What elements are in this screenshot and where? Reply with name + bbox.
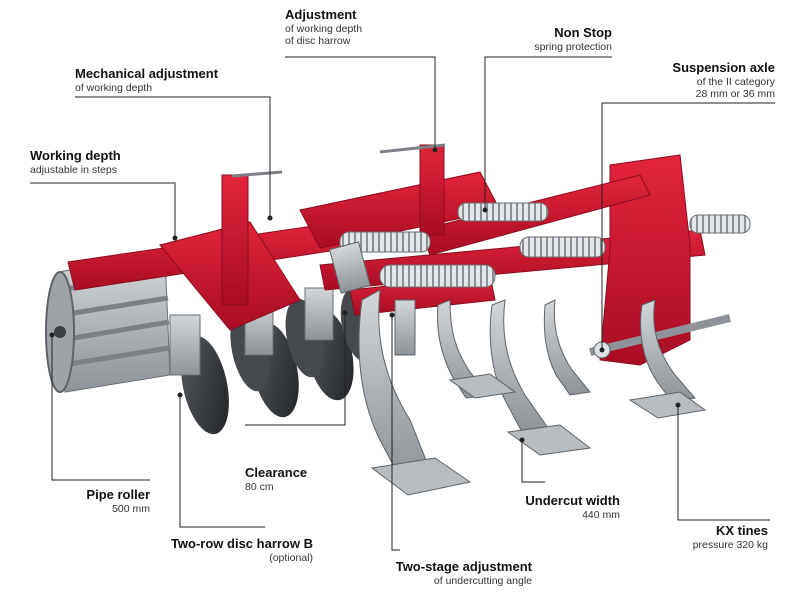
callout-title: Non Stop (554, 25, 612, 40)
callout-title: Two-row disc harrow B (170, 536, 313, 551)
callout-clearance: Clearance 80 cm (245, 465, 308, 493)
callout-title: Adjustment (285, 7, 357, 22)
callout-title: KX tines (715, 523, 768, 538)
callout-subtitle: of undercutting angle (433, 574, 532, 587)
leader-kx-tines (677, 405, 770, 521)
leader-non-stop (484, 56, 612, 210)
callout-two-stage-adjustment: Two-stage adjustment of undercutting ang… (395, 559, 532, 587)
callout-subtitle: of the II category (696, 75, 775, 88)
leader-working-depth (30, 182, 176, 238)
callout-subtitle: adjustable in steps (30, 163, 117, 176)
callout-subtitle: 500 mm (112, 502, 150, 515)
callout-subtitle: (optional) (269, 551, 313, 564)
callout-subtitle: of working depth (75, 81, 153, 94)
callout-subtitle: 28 mm or 36 mm (695, 88, 775, 100)
callout-working-depth: Working depth adjustable in steps (30, 148, 121, 176)
leader-lines (30, 56, 775, 551)
callout-non-stop: Non Stop spring protection (534, 25, 612, 53)
leader-adjustment (285, 56, 436, 150)
callout-kx-tines: KX tines pressure 320 kg (692, 523, 768, 551)
pipe-roller (45, 254, 171, 393)
callout-subtitle: of working depth (285, 22, 363, 35)
main-frame (67, 143, 751, 366)
callout-two-row-disc-harrow: Two-row disc harrow B (optional) (170, 536, 313, 564)
leader-pipe-roller (51, 335, 150, 481)
callout-undercut-width: Undercut width 440 mm (525, 493, 620, 521)
leader-dots (49, 147, 681, 443)
callout-suspension-axle: Suspension axle of the II category 28 mm… (672, 60, 775, 100)
kx-tines (328, 241, 707, 496)
leader-mechanical-adjustment (75, 96, 271, 218)
leader-two-row-disc (179, 395, 265, 528)
callout-pipe-roller: Pipe roller 500 mm (86, 487, 150, 515)
callout-subtitle: pressure 320 kg (692, 538, 768, 551)
leader-clearance (245, 313, 346, 426)
leader-suspension-axle (601, 102, 775, 350)
callout-subtitle: 80 cm (245, 480, 274, 493)
callout-subtitle: 440 mm (582, 508, 620, 521)
callout-title: Suspension axle (672, 60, 775, 75)
disc-harrow (169, 287, 380, 435)
callout-mechanical-adjustment: Mechanical adjustment of working depth (75, 66, 219, 94)
callout-title: Two-stage adjustment (395, 559, 532, 574)
callout-title: Working depth (30, 148, 121, 163)
callout-subtitle: of disc harrow (285, 35, 351, 47)
leader-two-stage (391, 315, 400, 551)
callout-title: Pipe roller (86, 487, 150, 502)
callout-title: Mechanical adjustment (75, 66, 219, 81)
callout-subtitle: spring protection (534, 40, 612, 53)
callout-adjustment: Adjustment of working depth of disc harr… (285, 7, 363, 47)
callout-title: Clearance (245, 465, 308, 480)
leader-undercut-width (521, 440, 545, 483)
callout-title: Undercut width (525, 493, 620, 508)
